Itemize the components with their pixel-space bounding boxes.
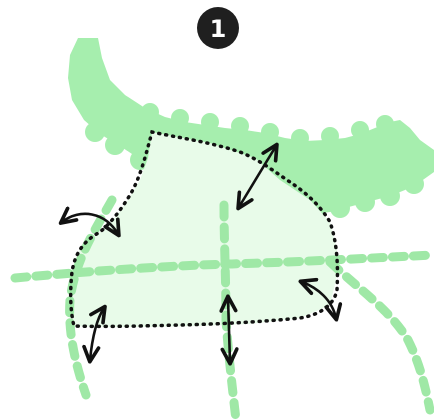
double-arrow-icon-right: [298, 277, 343, 322]
double-arrow-icon-bottom-left: [82, 304, 107, 364]
double-arrow-icon-bottom-center: [219, 294, 239, 366]
double-arrow-icon-top-right: [236, 142, 279, 211]
step-badge-circle: [197, 7, 239, 49]
site-boundary: [68, 129, 340, 329]
step-badge: 1: [197, 7, 239, 49]
arrows: [58, 142, 343, 366]
step-number: 1: [210, 15, 227, 43]
right-green-path: [325, 257, 434, 415]
double-arrow-icon-left: [58, 206, 121, 238]
green-vegetation-band: [68, 38, 434, 214]
